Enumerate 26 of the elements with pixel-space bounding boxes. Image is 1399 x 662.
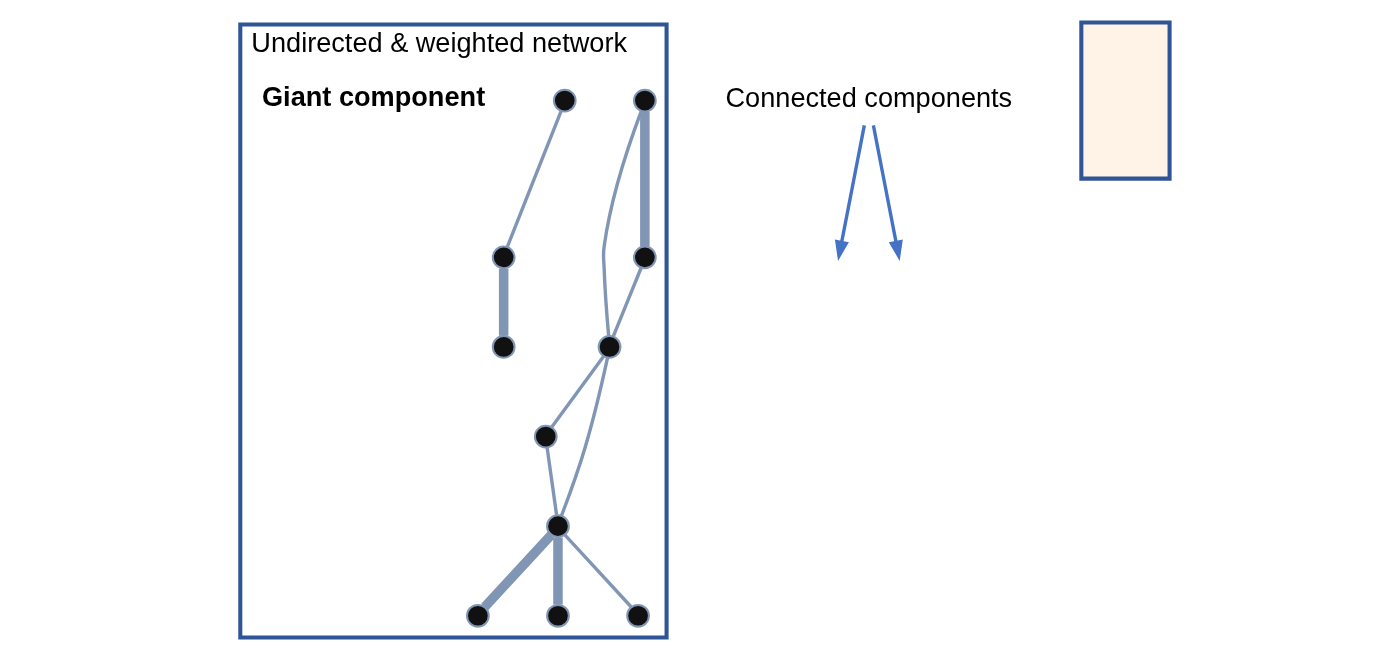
node-circle [597,335,622,359]
node-circle [546,514,570,539]
node-circle [633,88,657,113]
connector [481,531,555,611]
node-box [1079,20,1172,181]
node-circle [626,603,650,628]
connector [559,357,610,517]
node-circle [552,88,577,113]
connector [553,537,563,605]
arrow [834,125,866,261]
node-circle [491,335,516,359]
connector [640,111,650,247]
node-circle [491,245,516,270]
connector [550,355,606,428]
node-circle [546,603,570,628]
label: Giant component [262,80,486,112]
node-circle [633,245,657,270]
connector [498,268,509,336]
arrow [871,125,903,261]
node-circle [533,424,558,449]
node-circle [466,603,490,628]
connector [601,110,643,337]
node-text: Connected components [725,82,1013,114]
connector [545,447,559,516]
connector [611,267,643,338]
connector [505,110,563,248]
